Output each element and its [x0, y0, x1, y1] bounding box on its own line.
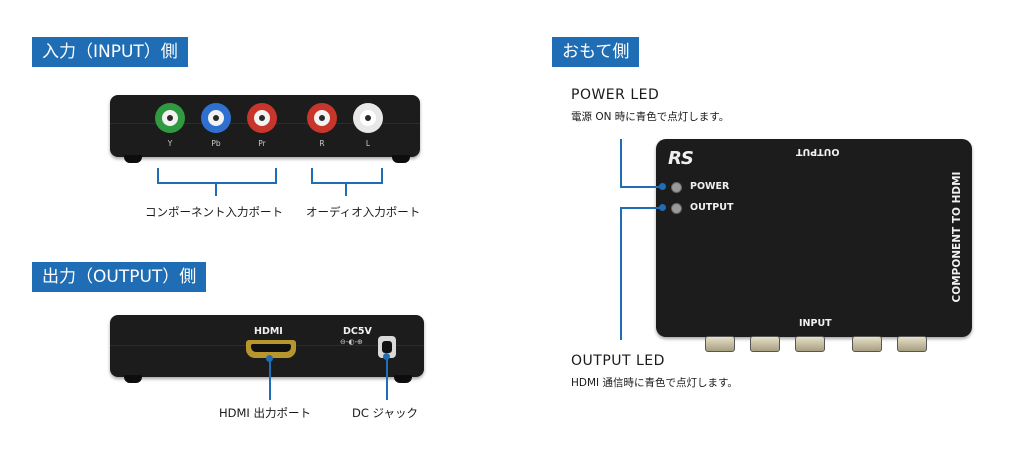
rca-connector [795, 336, 825, 352]
power-led-leader [620, 186, 662, 188]
power-led-leader [620, 139, 622, 187]
audio-caption: オーディオ入力ポート [306, 205, 421, 219]
output-led-leader-dot [659, 204, 666, 211]
hdmi-caption: HDMI 出力ポート [219, 406, 311, 420]
component-bracket [157, 168, 277, 184]
power-led [671, 182, 682, 193]
dc-label: DC5V [343, 326, 372, 337]
dc-leader-dot [383, 353, 390, 360]
output-led-desc: HDMI 通信時に青色で点灯します。 [571, 377, 738, 389]
rca-jack-pb [201, 103, 231, 133]
rca-connector [705, 336, 735, 352]
power-led-title: POWER LED [571, 87, 660, 103]
device-foot [124, 155, 142, 163]
jack-label-pb: Pb [211, 139, 221, 148]
jack-label-pr: Pr [258, 139, 266, 148]
output-led-title: OUTPUT LED [571, 353, 665, 369]
rca-connector [750, 336, 780, 352]
top-section-title: おもて側 [552, 37, 640, 67]
device-foot [392, 155, 410, 163]
output-section-title: 出力（OUTPUT）側 [32, 262, 207, 292]
rca-jack-l [353, 103, 383, 133]
dc-polarity-symbol: ⊖-◐-⊕ [340, 338, 363, 346]
component-leader [215, 184, 217, 196]
device-foot [124, 375, 142, 383]
power-led-leader-dot [659, 183, 666, 190]
top-device [656, 139, 972, 337]
jack-label-r: R [319, 139, 325, 148]
jack-label-l: L [365, 139, 371, 148]
component-caption: コンポーネント入力ポート [145, 205, 283, 219]
rca-connector [852, 336, 882, 352]
output-led-label: OUTPUT [690, 202, 734, 213]
dc-caption: DC ジャック [352, 406, 418, 420]
power-led-desc: 電源 ON 時に青色で点灯します。 [571, 111, 730, 123]
audio-bracket [311, 168, 383, 184]
hdmi-port [246, 340, 296, 358]
output-led [671, 203, 682, 214]
hdmi-label: HDMI [254, 326, 283, 337]
hdmi-leader [269, 358, 271, 400]
input-section-title: 入力（INPUT）側 [32, 37, 188, 67]
rca-jack-r [307, 103, 337, 133]
rca-connector [897, 336, 927, 352]
dc-leader [386, 356, 388, 400]
hdmi-leader-dot [266, 355, 273, 362]
product-name: COMPONENT TO HDMI [951, 171, 963, 303]
dc-jack-port [378, 336, 396, 358]
rca-jack-pr [247, 103, 277, 133]
brand-logo: RS [668, 148, 694, 169]
jack-label-y: Y [167, 139, 173, 148]
rca-jack-y [155, 103, 185, 133]
power-led-label: POWER [690, 181, 730, 192]
audio-leader [345, 184, 347, 196]
output-led-leader [620, 207, 662, 209]
output-led-leader [620, 207, 622, 340]
device-input-label: INPUT [799, 318, 832, 329]
device-output-label: OUTPUT [796, 146, 840, 157]
device-foot [394, 375, 412, 383]
